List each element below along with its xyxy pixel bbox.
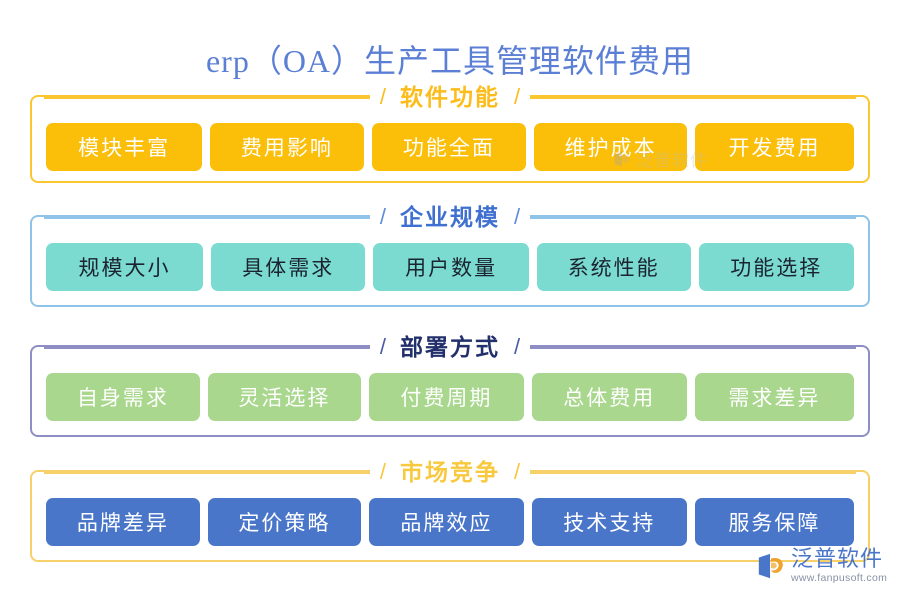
section-software-function: / 软件功能 / 模块丰富 费用影响 功能全面 维护成本 开发费用	[30, 85, 870, 183]
tag-item[interactable]: 服务保障	[694, 498, 854, 546]
tag-item[interactable]: 功能选择	[698, 243, 854, 291]
tag-item[interactable]: 需求差异	[694, 373, 854, 421]
tag-item[interactable]: 用户数量	[373, 243, 529, 291]
section-header-software-function: / 软件功能 /	[32, 80, 868, 114]
tag-item[interactable]: 开发费用	[695, 123, 854, 171]
section-title-software-function: 软件功能	[400, 84, 500, 110]
tag-item[interactable]: 品牌差异	[46, 498, 200, 546]
tag-item[interactable]: 灵活选择	[207, 373, 361, 421]
tag-item[interactable]: 技术支持	[531, 498, 687, 546]
divider-slash-left-icon: /	[379, 334, 386, 359]
section-header-market-competition: / 市场竞争 /	[32, 455, 868, 489]
divider-slash-left-icon: /	[379, 204, 386, 229]
tag-item[interactable]: 定价策略	[207, 498, 361, 546]
section-title-deployment-mode: 部署方式	[400, 334, 500, 360]
page-title: erp（OA）生产工具管理软件费用	[205, 43, 695, 79]
tag-item[interactable]: 维护成本	[534, 123, 688, 171]
divider-slash-right-icon: /	[514, 204, 521, 229]
tag-item[interactable]: 功能全面	[371, 123, 527, 171]
section-header-deployment-mode: / 部署方式 /	[32, 330, 868, 364]
tag-row-software-function: 模块丰富 费用影响 功能全面 维护成本 开发费用	[46, 123, 854, 171]
tag-item[interactable]: 总体费用	[531, 373, 687, 421]
tag-item[interactable]: 自身需求	[46, 373, 200, 421]
tag-item[interactable]: 费用影响	[210, 123, 364, 171]
section-title-market-competition: 市场竞争	[400, 459, 500, 485]
divider-slash-right-icon: /	[514, 84, 521, 109]
section-market-competition: / 市场竞争 / 品牌差异 定价策略 品牌效应 技术支持 服务保障	[30, 460, 870, 562]
tag-item[interactable]: 品牌效应	[368, 498, 524, 546]
section-title-enterprise-scale: 企业规模	[400, 204, 500, 230]
tag-item[interactable]: 付费周期	[368, 373, 524, 421]
section-deployment-mode: / 部署方式 / 自身需求 灵活选择 付费周期 总体费用 需求差异	[30, 335, 870, 437]
divider-slash-right-icon: /	[514, 334, 521, 359]
section-enterprise-scale: / 企业规模 / 规模大小 具体需求 用户数量 系统性能 功能选择	[30, 205, 870, 307]
section-header-enterprise-scale: / 企业规模 /	[32, 200, 868, 234]
tag-item[interactable]: 系统性能	[536, 243, 691, 291]
tag-row-enterprise-scale: 规模大小 具体需求 用户数量 系统性能 功能选择	[46, 243, 854, 291]
divider-slash-right-icon: /	[514, 459, 521, 484]
brand-logo: 泛普软件 www.fanpusoft.com	[756, 548, 887, 584]
brand-logo-url: www.fanpusoft.com	[791, 572, 888, 584]
divider-slash-left-icon: /	[379, 84, 386, 109]
tag-row-market-competition: 品牌差异 定价策略 品牌效应 技术支持 服务保障	[46, 498, 854, 546]
brand-logo-icon	[756, 551, 786, 581]
tag-row-deployment-mode: 自身需求 灵活选择 付费周期 总体费用 需求差异	[46, 373, 854, 421]
divider-slash-left-icon: /	[379, 459, 386, 484]
brand-logo-name: 泛普软件	[791, 546, 884, 571]
tag-item[interactable]: 具体需求	[211, 243, 366, 291]
tag-item[interactable]: 模块丰富	[46, 123, 203, 171]
tag-item[interactable]: 规模大小	[46, 243, 204, 291]
